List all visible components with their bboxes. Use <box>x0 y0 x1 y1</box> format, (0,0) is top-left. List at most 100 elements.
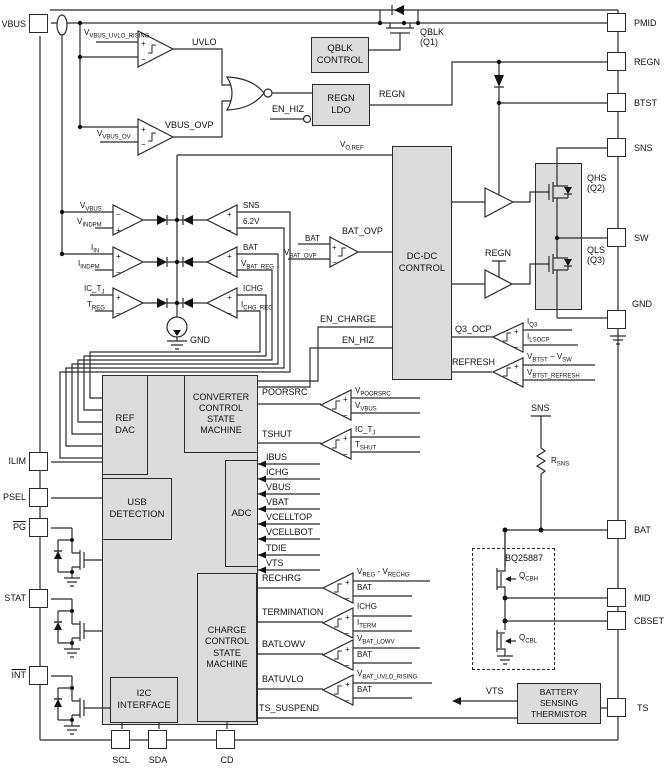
regn-btst-diode <box>494 75 504 87</box>
qblk-control-block: QBLK CONTROL <box>311 37 369 73</box>
charge-csm-block: CHARGE CONTROL STATE MACHINE <box>197 573 257 722</box>
pin-bat <box>607 520 626 539</box>
ref-dac-block: REF DAC <box>102 375 148 475</box>
label-v-indpm: VINDPM <box>77 217 102 229</box>
vbatreg-amp <box>205 246 238 278</box>
label-bat-rechrg: BAT <box>357 583 372 592</box>
label-uvlo: UVLO <box>192 37 217 47</box>
pin-label-psel: PSEL <box>2 492 26 502</box>
label-vbat-adc: VBAT <box>266 497 289 507</box>
pin-label-vbus: VBUS <box>1 19 26 29</box>
pin-label-scl: SCL <box>112 755 130 765</box>
label-v-vbus-uvlo-rising: VVBUS_UVLO_RISING <box>84 28 150 40</box>
label-t-reg: TREG <box>87 300 105 312</box>
label-bat-amp: BAT <box>243 243 258 252</box>
svg-text:−: − <box>345 696 350 705</box>
label-q-cbl: QCBL <box>519 633 537 645</box>
battery-sensing-thermistor-block: BATTERY SENSING THERMISTOR <box>517 683 601 724</box>
svg-text:−: − <box>227 268 232 277</box>
svg-text:−: − <box>345 629 350 638</box>
nor-output-bubble <box>263 88 273 98</box>
svg-text:+: + <box>345 578 350 587</box>
svg-text:+: + <box>514 362 519 371</box>
pin-vbus <box>29 14 48 33</box>
label-v-bat-uvlo-rising: VBAT_UVLO_RISING <box>357 669 418 681</box>
label-v-bat-ovp: VBAT_OVP <box>284 248 317 260</box>
label-v-vbus: VVBUS <box>80 201 102 213</box>
label-ichg-amp: ICHG <box>243 284 263 293</box>
label-tdie: TDIE <box>266 543 287 553</box>
label-regn-ldo-out: REGN <box>379 89 406 99</box>
label-ic-tj: IC_TJ <box>84 284 105 296</box>
label-en-hiz-ldo: EN_HIZ <box>272 104 305 114</box>
label-ichg-term: ICHG <box>357 602 377 611</box>
label-q3-ocp: Q3_OCP <box>455 324 492 334</box>
sns-amp <box>205 204 238 236</box>
pin-label-int: INT <box>11 670 27 680</box>
pin-ts <box>607 698 626 717</box>
rechrg-comparator <box>321 572 354 604</box>
bq25887-dashed-box <box>472 548 555 670</box>
vts-arrowhead <box>452 697 461 705</box>
label-vts-adc: VTS <box>266 558 284 568</box>
svg-text:−: − <box>345 661 350 670</box>
pin-label-btst: BTST <box>634 98 658 108</box>
svg-text:−: − <box>116 268 121 277</box>
pin-label-regn: REGN <box>634 57 661 67</box>
label-vreg-vrechg: VREG - VRECHG <box>357 567 410 579</box>
label-q-cbh: QCBH <box>519 571 538 583</box>
svg-text:−: − <box>343 411 348 420</box>
pin-label-bat: BAT <box>634 525 651 535</box>
dcdc-control-block: DC-DC CONTROL <box>392 146 452 380</box>
label-v-bat-reg: VBAT_REG <box>241 259 274 271</box>
label-vbus-adc: VBUS <box>266 482 291 492</box>
svg-text:−: − <box>227 309 232 318</box>
label-v-o-ref: VO,REF <box>340 140 364 152</box>
label-v-bat-lowv: VBAT_LOWV <box>357 634 395 646</box>
label-termination: TERMINATION <box>262 607 324 617</box>
pin-label-gnd: GND <box>632 299 652 309</box>
pin-cbset <box>607 611 626 630</box>
qblk-top-diode <box>394 5 404 15</box>
current-source-arrow <box>173 330 181 336</box>
pin-mid <box>607 588 626 607</box>
svg-text:+: + <box>116 293 121 302</box>
label-sns-net: SNS <box>531 403 550 413</box>
label-qblk-q1: QBLK (Q1) <box>420 27 445 48</box>
svg-text:+: + <box>227 252 232 261</box>
i2c-interface-block: I2C INTERFACE <box>110 677 178 723</box>
power-stage-box <box>535 163 582 310</box>
bat-ovp-comparator <box>329 235 360 269</box>
label-v-btst-refresh: VBTST_REFRESH <box>527 368 580 380</box>
pin-label-pmid: PMID <box>634 18 657 28</box>
label-i-q3: IQ3 <box>527 317 538 329</box>
pin-label-stat: STAT <box>4 593 26 603</box>
label-vcelltop: VCELLTOP <box>266 512 313 522</box>
int-esd-diode <box>54 699 62 707</box>
label-batuvlo: BATUVLO <box>262 674 304 684</box>
pin-btst <box>607 93 626 112</box>
svg-text:−: − <box>332 258 337 267</box>
label-bat-uvlo-in: BAT <box>357 685 372 694</box>
pin-label-sw: SW <box>634 233 649 243</box>
label-ic-tj-tshut: IC_TJ <box>355 425 376 437</box>
pin-cd <box>216 730 235 749</box>
pg-esd-diode <box>54 551 62 559</box>
label-v-poorsrc: VPOORSRC <box>355 386 391 398</box>
pin-scl <box>111 730 130 749</box>
svg-text:−: − <box>116 210 121 219</box>
label-poorsrc: POORSRC <box>262 387 308 397</box>
svg-text:+: + <box>116 252 121 261</box>
label-6v2: 6.2V <box>243 217 260 226</box>
iindpm-amp <box>112 246 145 278</box>
ichgreg-amp <box>205 287 238 319</box>
adc-block: ADC <box>225 460 258 567</box>
label-gnd-center: GND <box>190 335 210 345</box>
pin-label-sns: SNS <box>634 143 653 153</box>
label-qhs-q2: QHS (Q2) <box>587 173 607 194</box>
label-rechrg: RECHRG <box>262 573 302 583</box>
pin-psel <box>29 488 48 507</box>
usb-detection-block: USB DETECTION <box>102 478 172 540</box>
poorsrc-comparator <box>319 389 352 421</box>
label-ichg-adc: ICHG <box>266 467 289 477</box>
